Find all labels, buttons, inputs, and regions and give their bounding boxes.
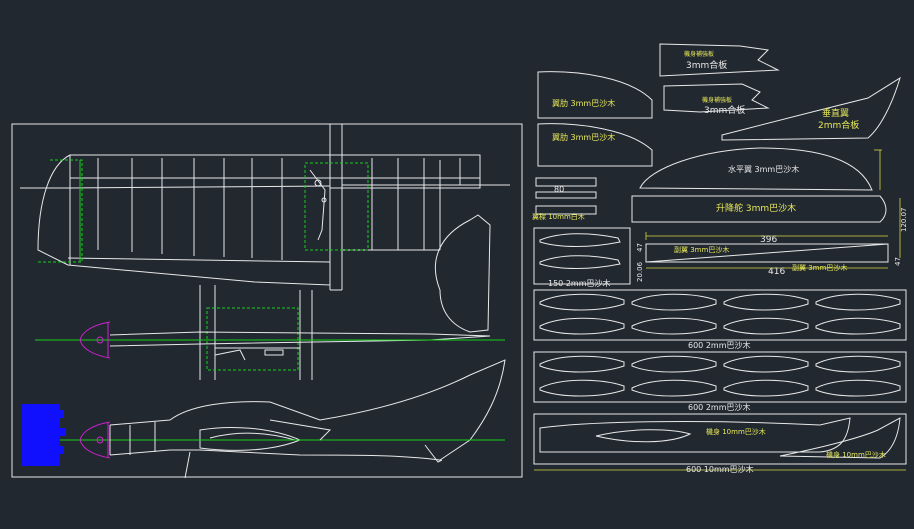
label-wing2: 翼肋 3mm巴沙木 [552,132,615,142]
label-aileron1: 副翼 3mm巴沙木 [674,245,729,254]
label-fin-b: 2mm合板 [818,119,859,131]
label-fuse2: 機身 10mm巴沙木 [826,450,886,459]
label-fin: 垂直翼 [822,107,849,119]
dim-396: 396 [760,235,777,245]
label-p1: 機身補強板 [684,50,714,58]
spinner-top [79,321,111,359]
label-spar: 翼樑 10mm白木 [532,212,585,221]
labels: 機身補強板 3mm合板 機身補強板 3mm合板 翼肋 3mm巴沙木 翼肋 3mm… [532,50,886,459]
dim-600c: 600 10mm巴沙木 [686,464,754,474]
label-elev: 升降舵 3mm巴沙木 [716,202,796,214]
drawing-frame [11,123,523,478]
spinner-side [79,421,111,459]
wing-top-view [20,124,510,291]
label-p2b: 3mm合板 [704,104,745,116]
label-fuse1: 機身 10mm巴沙木 [706,427,766,436]
dim-120-07: 120.07 [900,208,908,233]
dim-80: 80 [554,185,564,194]
parts-sheet [533,43,907,471]
blue-block [22,404,66,466]
dim-150: 150 2mm巴沙木 [548,278,611,288]
fuselage-side-view [35,359,506,479]
label-hstab: 水平翼 3mm巴沙木 [728,164,799,174]
dim-47-a: 47 [636,243,644,252]
label-wing1: 翼肋 3mm巴沙木 [552,98,615,108]
dim-20-06: 20.06 [636,261,644,282]
dim-47-b: 47 [894,257,902,266]
dim-600b: 600 2mm巴沙木 [688,402,751,412]
dimensions: 80 396 416 150 2mm巴沙木 600 2mm巴沙木 600 2mm… [548,185,908,474]
label-p1b: 3mm合板 [686,59,727,71]
dim-416: 416 [768,267,785,277]
tail-top-view [35,214,505,380]
label-aileron2: 副翼 3mm巴沙木 [792,263,847,272]
dim-600a: 600 2mm巴沙木 [688,340,751,350]
label-p2: 機身補強板 [702,96,732,104]
